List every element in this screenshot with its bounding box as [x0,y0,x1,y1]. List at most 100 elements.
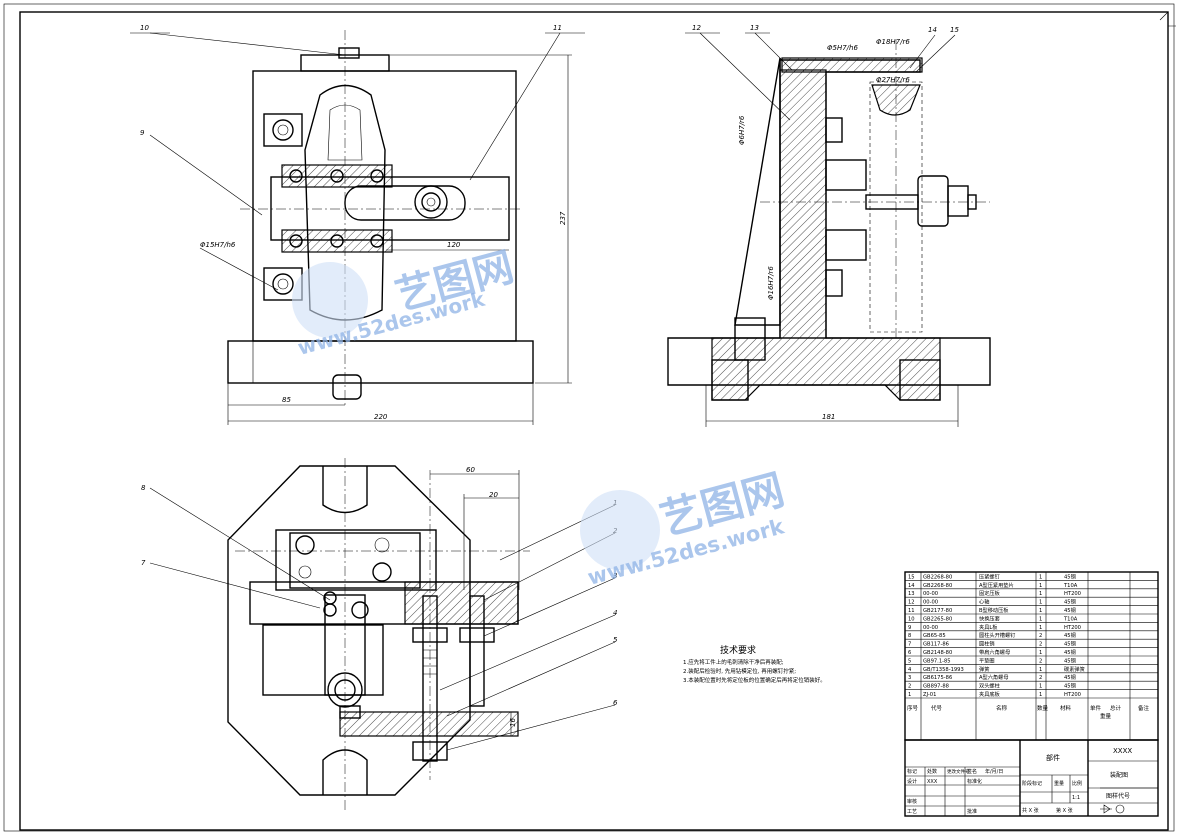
bom-cell: 00-00 [923,591,938,597]
dim-60: 60 [466,466,475,474]
bom-cell: 1 [1039,684,1042,690]
bom-cell: 1 [1039,591,1042,597]
bom-cell: HT200 [1064,591,1081,597]
bom-cell: A型压紧用垫片 [979,581,1014,589]
bom-cell: 45钢 [1064,606,1076,614]
balloon-3: 3 [613,572,617,580]
bom-cell: 1 [1039,650,1042,656]
bom-cell: A型六角螺母 [979,673,1009,681]
dim-120: 120 [447,241,461,249]
balloon-7: 7 [141,559,146,567]
bom-cell: 1 [1039,667,1042,673]
bom-cell: GB2177-80 [923,608,952,614]
bom-cell: 圆柱头开槽螺钉 [979,631,1015,639]
bom-cell: GB2268-80 [923,574,952,580]
bom-cell: 压紧螺钉 [979,572,1000,580]
tb-label-count: 处数 [927,768,937,775]
fit-6H7: Φ6H7/r6 [738,115,746,145]
fit-18H7: Φ18H7/r6 [876,38,910,46]
bom-cell: 带肩六角螺母 [979,648,1010,656]
bom-cell: 1 [1039,574,1042,580]
bom-cell: 2 [908,684,911,690]
bom-cell: HT200 [1064,625,1081,631]
tb-label-process: 工艺 [907,809,917,815]
bom-header-weight: 重量 [1100,712,1112,720]
inner-frame [19,11,1169,831]
bom-cell: 12 [908,600,915,606]
fit-27H7: Φ27H7/r6 [876,76,910,84]
bom-cell: GB6175-86 [923,675,952,681]
bom-cell: 1 [1039,608,1042,614]
dim-220: 220 [374,413,388,421]
tb-label-total: 共 X 张 [1022,807,1039,814]
bom-cell: GB65-85 [923,633,946,639]
balloon-6: 6 [613,699,618,707]
bom-cell: 碳素弹簧 [1064,665,1085,673]
bom-cell: 00-00 [923,625,938,631]
tb-scale-value: 1:1 [1072,795,1080,801]
bom-cell: 1 [1039,583,1042,589]
notes-line-3: 3.本装配位置时先将定位板的位置确定后再将定位销装好。 [683,676,826,684]
bom-cell: 9 [908,625,911,631]
front-view: 120 237 85 220 10 11 9 Φ15H7/h6 [130,24,585,425]
bom-cell: 弹簧 [979,665,989,673]
bom-header: 总计 [1110,704,1122,712]
balloon-14: 14 [928,26,937,34]
bom-cell: 6 [908,650,911,656]
bom-cell: 2 [1039,675,1042,681]
watermark-1: 艺图网 www.52des.work [292,244,518,360]
tb-label-approve: 批准 [967,808,977,815]
bom-cell: 3 [908,675,911,681]
bom-cell: 2 [1039,642,1042,648]
bom-cell: 夹具底板 [979,690,1001,698]
bom-cell: 15 [908,574,915,580]
bom-cell: GB117-86 [923,642,949,648]
bom-cell: T10A [1063,583,1078,589]
bom-cell: 平垫圈 [979,656,995,664]
balloon-11: 11 [553,24,562,32]
bom-cell: 双头螺柱 [979,682,1000,690]
balloon-5: 5 [613,636,618,644]
bom-cell: GB2265-80 [923,616,952,622]
bom-header: 序号 [907,704,919,712]
tb-label-design: 设计 [907,778,917,785]
tb-label-sign: 签名 [967,768,977,775]
tb-label-mark: 标记 [907,768,917,775]
bom-header: 数量 [1037,704,1049,712]
bom-cell: 45钢 [1064,631,1076,639]
outer-frame [3,3,1175,832]
tb-label-stage: 阶段标记 [1022,780,1042,787]
balloon-13: 13 [750,24,759,32]
tb-drawing-no: 图样代号 [1106,792,1130,800]
dim-20: 20 [489,491,498,499]
balloon-15: 15 [950,26,959,34]
bom-header: 代号 [931,704,943,712]
bom-header: 备注 [1138,704,1150,712]
top-view: 60 20 16 8 7 1 2 3 4 5 6 [141,458,618,810]
tb-designer: XXX [927,779,938,785]
balloon-9: 9 [140,129,145,137]
notes-title: 技术要求 [720,644,756,656]
bom-cell: 10 [908,616,915,622]
tb-label-review: 审核 [907,798,917,805]
bom-cell: B型移动压板 [979,606,1009,614]
bom-header: 材料 [1060,704,1072,712]
side-view: 181 Φ5H7/h6 Φ18H7/r6 Φ27H7/r6 Φ6H7/r6 Φ1… [667,24,991,427]
dim-16: 16 [509,718,517,727]
fit-16H7: Φ16H7/r6 [767,266,775,300]
technical-requirements: 技术要求 1.应先将工件上的毛刺清除干净后再装配; 2.装配后检验时, 先用钻模… [683,644,826,684]
tb-label-std: 标准化 [967,778,982,785]
bom-cell: 45钢 [1064,572,1076,580]
bom-cell: 45钢 [1064,598,1076,606]
bom-cell: GB897-88 [923,684,949,690]
bom-cell: 13 [908,591,915,597]
fit-front-15H7: Φ15H7/h6 [200,241,236,249]
fit-5H7: Φ5H7/h6 [827,44,858,52]
tb-label-weight: 重量 [1054,780,1064,787]
bom-cell: 心轴 [979,598,989,606]
dim-237: 237 [559,211,567,225]
balloon-12: 12 [692,24,701,32]
bom-cell: 45钢 [1064,640,1076,648]
